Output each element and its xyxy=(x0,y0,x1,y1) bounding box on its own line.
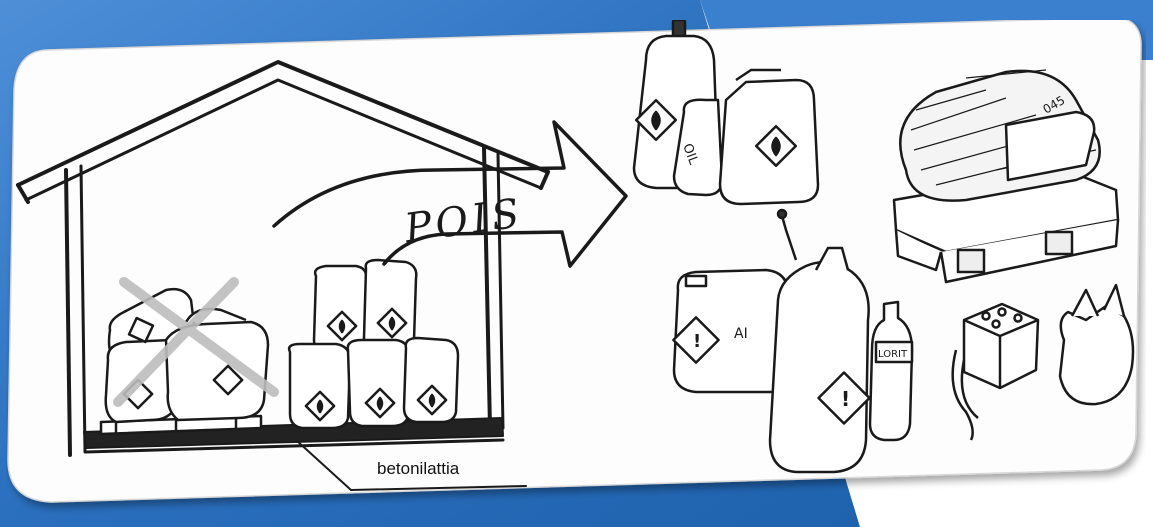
svg-text:!: ! xyxy=(841,387,850,411)
illustration-card: POIS OIL 045 ! ! xyxy=(7,20,1142,503)
cross-out-mark xyxy=(113,277,279,407)
bottle-label: LORIT xyxy=(878,349,908,360)
chemical-containers: ! ! xyxy=(672,208,914,474)
pallet-with-straw xyxy=(892,69,1120,284)
floor-label: betonilattia xyxy=(377,459,460,478)
fuel-canisters xyxy=(632,20,820,206)
out-arrow xyxy=(272,120,628,268)
svg-text:!: ! xyxy=(693,331,701,352)
battery-and-waste-bag xyxy=(951,283,1135,441)
oil-label: OIL xyxy=(679,142,701,168)
flammable-bags-stack xyxy=(287,258,460,430)
canister-label-ai: AI xyxy=(734,326,748,342)
